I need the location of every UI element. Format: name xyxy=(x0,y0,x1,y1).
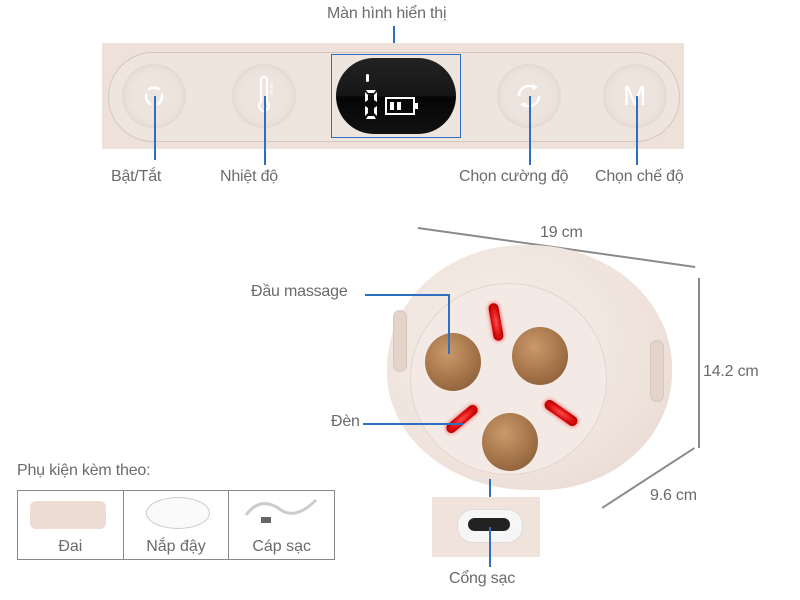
usb-c-port-icon xyxy=(468,518,510,531)
callout-line xyxy=(448,294,450,354)
callout-line xyxy=(489,527,491,567)
temperature-label: Nhiệt độ xyxy=(220,168,278,185)
mode-button[interactable]: M xyxy=(603,64,667,128)
callout-line xyxy=(529,96,531,165)
display-segments-icon xyxy=(365,74,418,119)
cover-lid-icon xyxy=(145,497,210,529)
callout-line xyxy=(365,294,449,296)
letter-m-icon: M xyxy=(623,80,647,111)
light-label: Đèn xyxy=(331,413,360,430)
accessory-cable: Cáp sạc xyxy=(229,491,334,559)
display-screen-label: Màn hình hiển thị xyxy=(327,5,447,22)
accessories-title: Phụ kiện kèm theo: xyxy=(17,462,151,479)
charging-port-closeup xyxy=(432,497,540,557)
callout-line xyxy=(636,96,638,165)
strap-slot xyxy=(650,340,664,402)
callout-line xyxy=(393,26,395,54)
callout-line xyxy=(154,96,156,160)
accessory-belt: Đai xyxy=(18,491,124,559)
power-label: Bật/Tắt xyxy=(111,168,162,185)
massage-ball xyxy=(425,333,481,391)
callout-line xyxy=(264,96,266,165)
cycle-arrows-icon xyxy=(517,84,541,108)
display-screen-highlight xyxy=(331,54,461,138)
mode-label: Chọn chế độ xyxy=(595,168,684,185)
height-dimension: 14.2 cm xyxy=(703,363,759,380)
thermometer-icon xyxy=(258,76,273,112)
charging-port-label: Cổng sạc xyxy=(449,570,515,587)
callout-line xyxy=(363,423,463,425)
massage-ball xyxy=(482,413,538,471)
massage-head-label: Đầu massage xyxy=(251,283,348,300)
width-dimension: 19 cm xyxy=(540,224,583,241)
charging-cable-icon xyxy=(245,498,318,523)
accessory-cover: Nắp đậy xyxy=(124,491,230,559)
height-dimension-line xyxy=(698,278,700,448)
massage-ball xyxy=(512,327,568,385)
intensity-label: Chọn cường độ xyxy=(459,168,569,185)
strap-slot xyxy=(393,310,407,372)
display-screen xyxy=(336,58,456,134)
callout-line xyxy=(489,479,491,497)
power-icon xyxy=(144,86,164,106)
belt-icon xyxy=(30,501,106,529)
depth-dimension: 9.6 cm xyxy=(650,487,697,504)
accessories-table: Đai Nắp đậy Cáp sạc xyxy=(17,490,335,560)
